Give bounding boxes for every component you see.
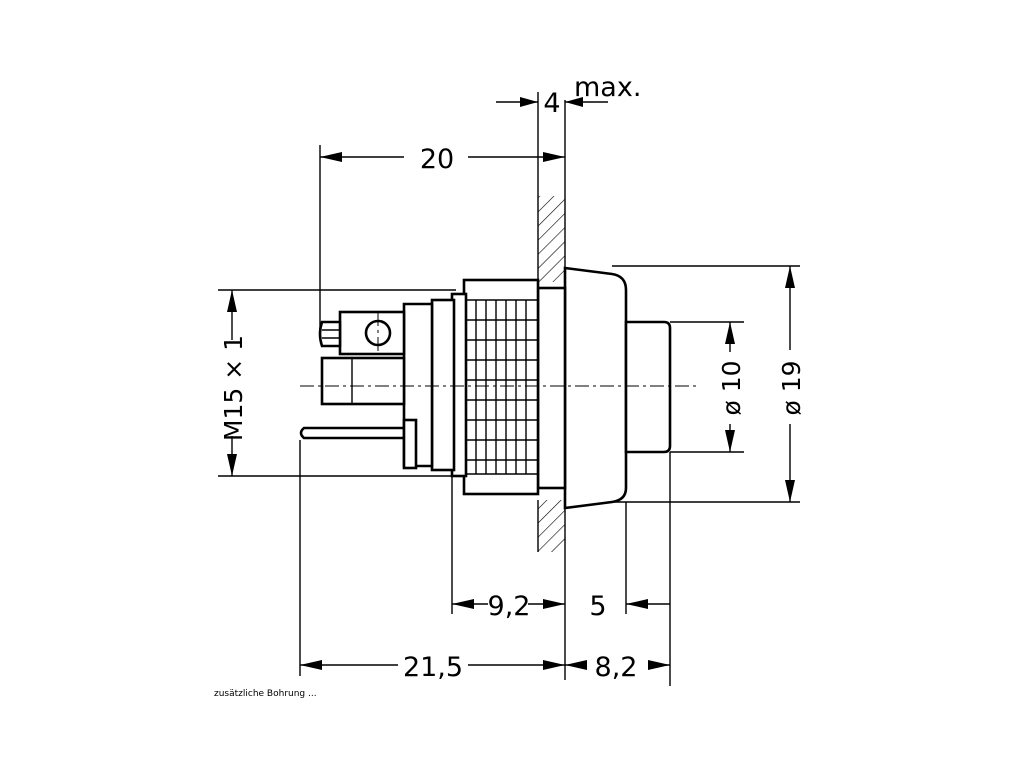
dim-label-button-diameter: ø 10 [717,360,746,415]
dim-label-overall-rear: 20 [420,144,454,175]
dim-panel-thickness: 4 max. [496,72,641,119]
dim-total-rear: 21,5 [299,440,565,683]
dim-label-panel-thickness: 4 [543,88,560,119]
dim-body-depth: 9,2 [451,476,565,622]
dim-label-button-height: 5 [589,591,606,622]
dim-label-bezel-diameter: ø 19 [777,360,806,415]
mounting-panel [537,92,566,552]
dim-bezel-diameter: ø 19 [612,265,806,503]
dim-overall-rear: 20 [319,144,565,330]
switch-body [299,266,700,510]
dim-front-height: 8,2 [564,552,670,683]
dim-note-max: max. [574,72,641,103]
footnote-text: zusätzliche Bohrung ... [214,689,317,699]
dim-button-height: 5 [589,452,671,686]
dim-label-total-rear: 21,5 [403,652,463,683]
dim-thread: M15 × 1 [218,289,456,477]
knurl-lines [464,299,538,475]
dim-label-body-depth: 9,2 [488,591,531,622]
dim-button-diameter: ø 10 [670,321,746,453]
dim-label-front-height: 8,2 [595,652,638,683]
dim-label-thread: M15 × 1 [219,335,248,441]
